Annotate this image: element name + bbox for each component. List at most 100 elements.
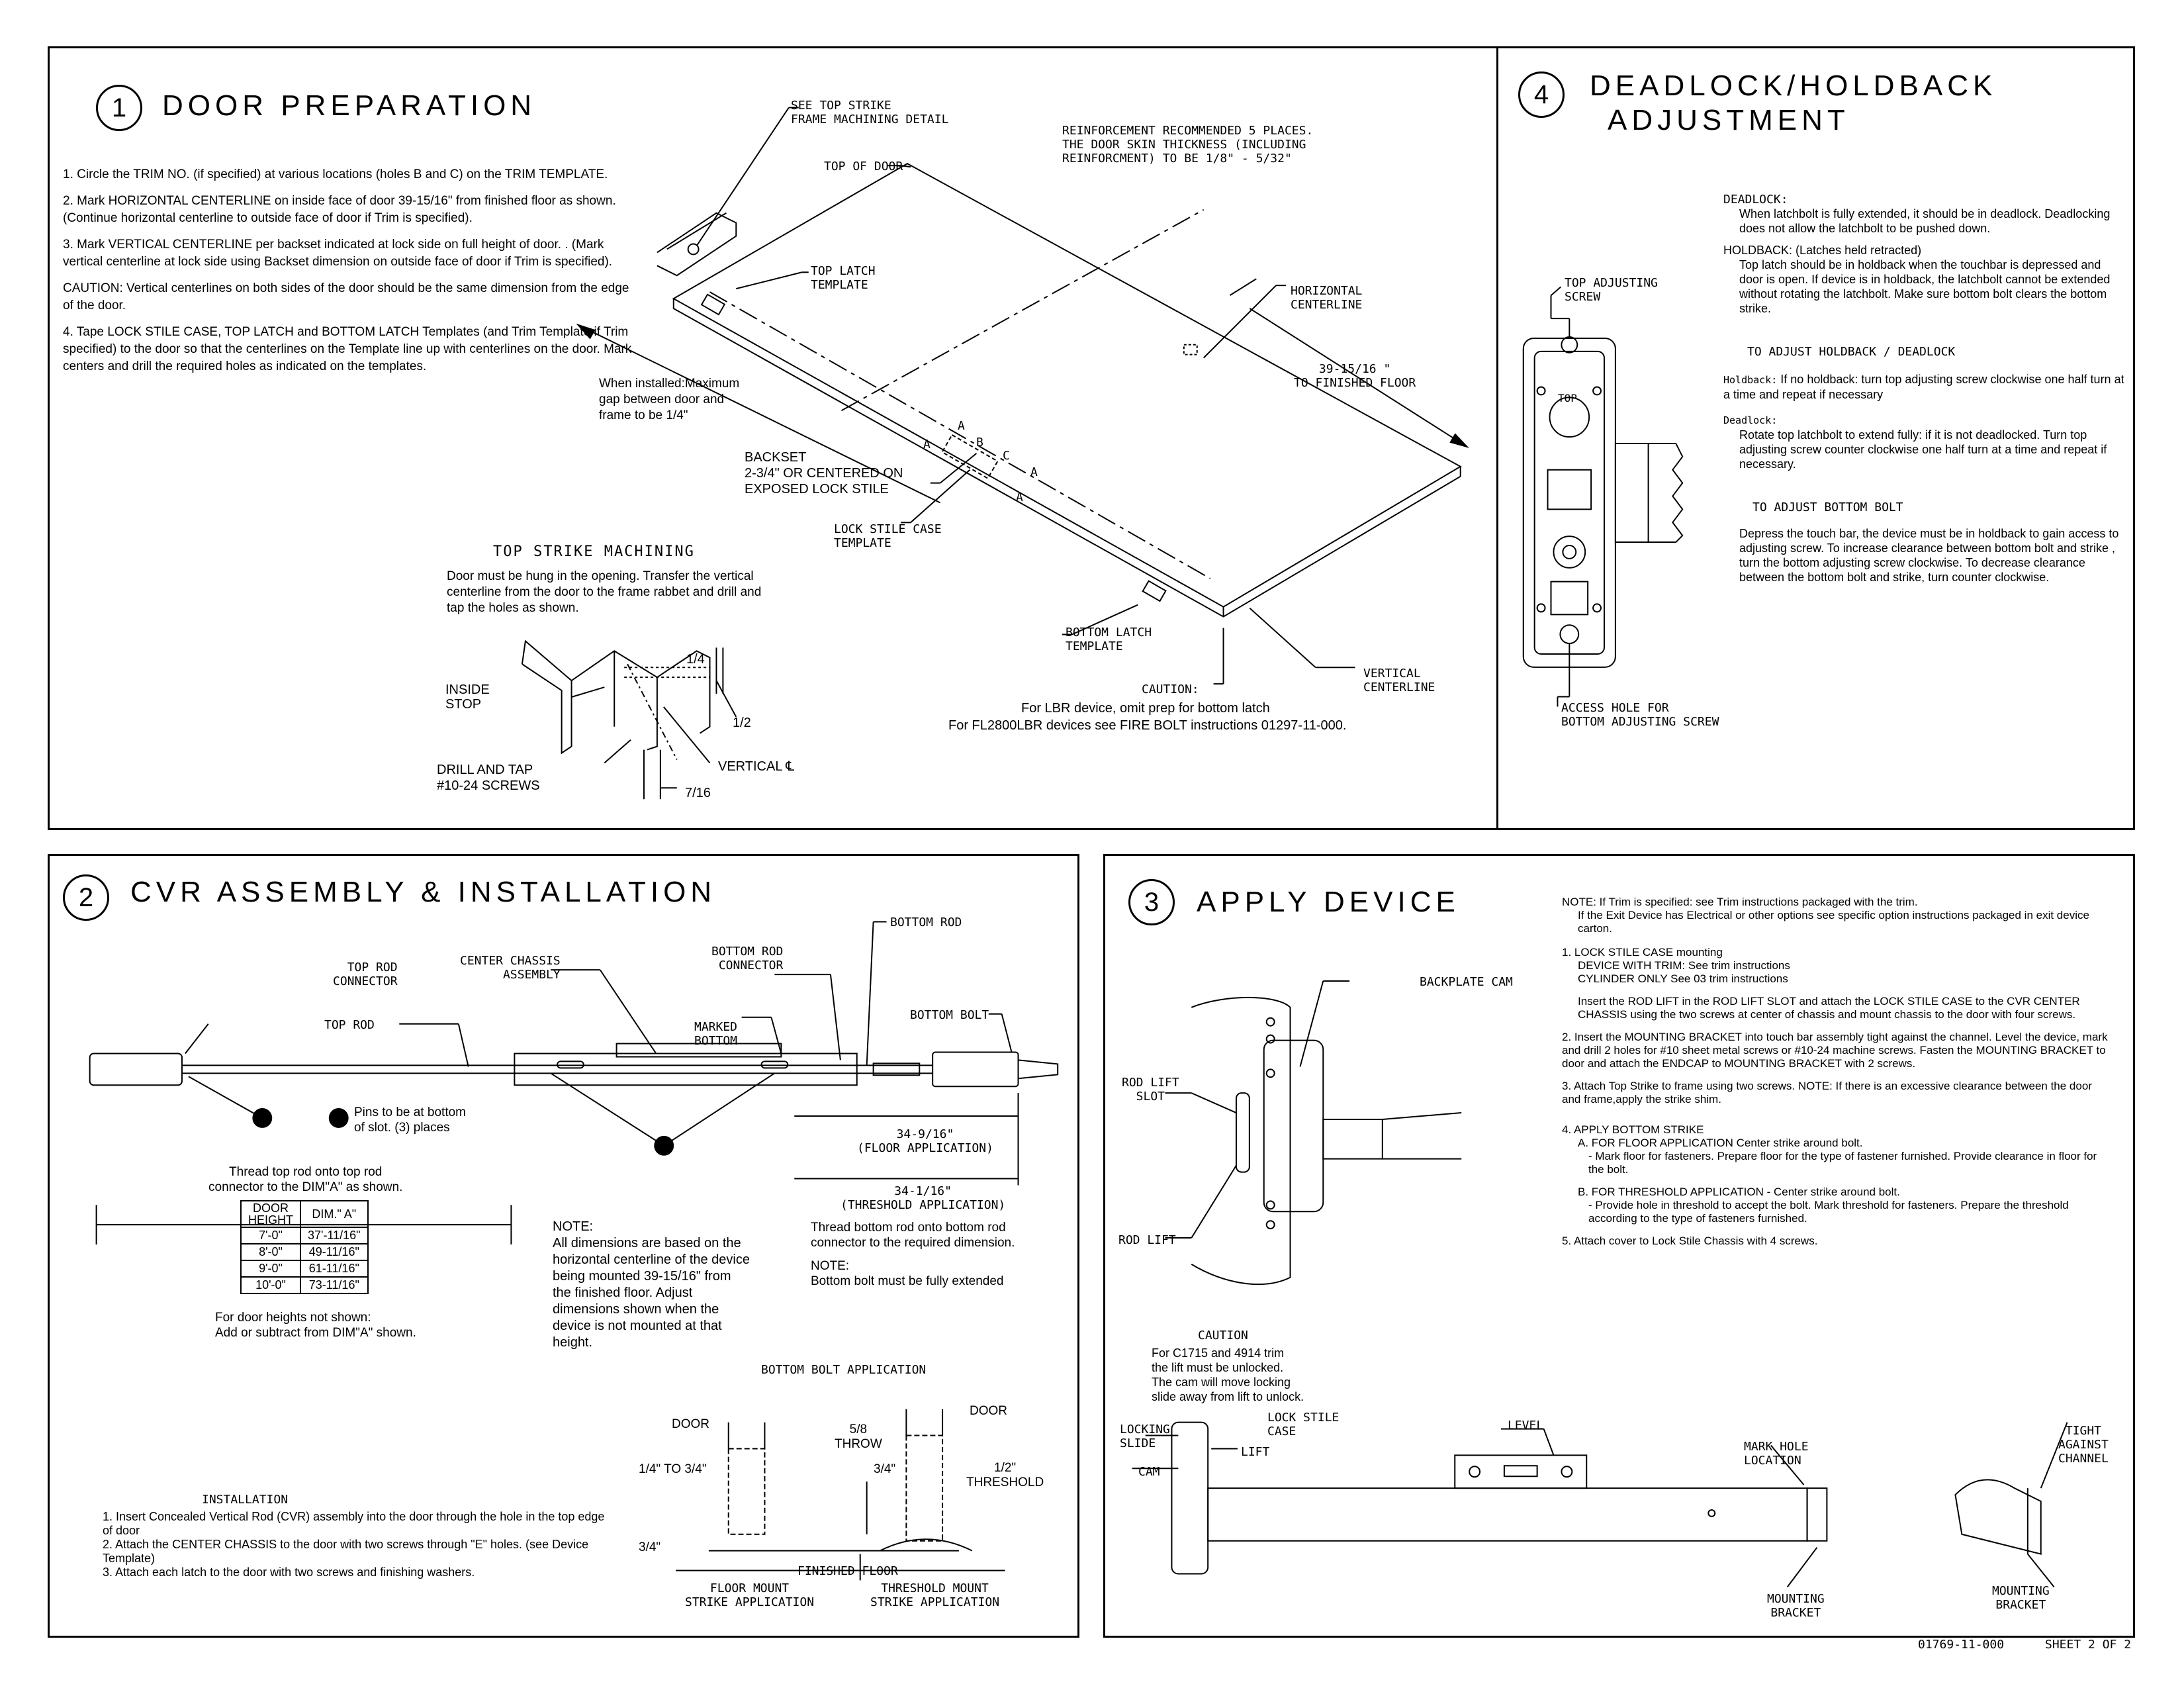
cvr-assembly-drawing bbox=[50, 856, 1077, 1636]
bottom-rod-note: Thread bottom rod onto bottom rod connec… bbox=[811, 1220, 1049, 1289]
locking-slide-label: LOCKING SLIDE bbox=[1120, 1423, 1170, 1450]
sheet-number: SHEET 2 OF 2 bbox=[2045, 1638, 2132, 1652]
mounting-bracket-label-2: MOUNTING BRACKET bbox=[1992, 1584, 2050, 1612]
strike-vertical-label: VERTICAL ℄ bbox=[718, 759, 795, 774]
deadlock-holdback-panel: 4 DEADLOCK/HOLDBACK ADJUSTMENT TOP ADJUS… bbox=[1496, 46, 2135, 830]
cvr-assembly-title: CVR ASSEMBLY & INSTALLATION bbox=[130, 876, 717, 908]
table-row: 8'-0"49-11/16" bbox=[240, 1243, 369, 1261]
table-cell: 8'-0" bbox=[240, 1243, 302, 1261]
tight-against-channel-label: TIGHT AGAINST CHANNEL bbox=[2058, 1424, 2109, 1466]
horizontal-centerline-label: HORIZONTAL CENTERLINE bbox=[1291, 284, 1363, 312]
adjust-bottom-text: Depress the touch bar, the device must b… bbox=[1739, 527, 2119, 584]
hole-b: B bbox=[976, 436, 983, 449]
door-height-head: DOOR HEIGHT bbox=[240, 1200, 302, 1228]
hole-a-4: A bbox=[1016, 491, 1023, 504]
table-row: 10'-0"73-11/16" bbox=[240, 1276, 369, 1294]
trim-note: NOTE: If Trim is specified: see Trim ins… bbox=[1562, 896, 1918, 908]
step-1-cylinder: CYLINDER ONLY See 03 trim instructions bbox=[1578, 972, 1788, 985]
installation-head: INSTALLATION bbox=[202, 1493, 289, 1507]
table-cell: 49-11/16" bbox=[300, 1243, 369, 1261]
adjust-holdback-head: TO ADJUST HOLDBACK / DEADLOCK bbox=[1747, 345, 1956, 359]
top-strike-machining-text: Door must be hung in the opening. Transf… bbox=[447, 569, 762, 615]
cvr-assembly-panel: 2 CVR ASSEMBLY & INSTALLATION TOP ROD CO… bbox=[48, 854, 1079, 1638]
bottom-bolt-note-head: NOTE: bbox=[811, 1259, 850, 1273]
cam-label: CAM bbox=[1138, 1465, 1160, 1479]
hole-a-1: A bbox=[923, 438, 931, 451]
drill-tap-label: DRILL AND TAP #10-24 SCREWS bbox=[437, 763, 540, 793]
holdback-adjust-head: Holdback: bbox=[1723, 374, 1778, 386]
bottom-latch-template-label: BOTTOM LATCH TEMPLATE bbox=[1066, 626, 1152, 653]
bottom-rod-label: BOTTOM ROD bbox=[890, 915, 962, 929]
installation-step-2: 2. Attach the CENTER CHASSIS to the door… bbox=[103, 1538, 589, 1565]
step-4-floor: A. FOR FLOOR APPLICATION Center strike a… bbox=[1578, 1137, 1863, 1149]
table-cell: 9'-0" bbox=[240, 1260, 302, 1278]
bottom-bolt-application-title: BOTTOM BOLT APPLICATION bbox=[761, 1363, 927, 1377]
apply-device-panel: 3 APPLY DEVICE BACKPLATE CAM ROD LIFT SL… bbox=[1103, 854, 2135, 1638]
door-prep-step-2: 2. Mark HORIZONTAL CENTERLINE on inside … bbox=[63, 194, 616, 225]
bottom-rod-connector-label: BOTTOM ROD CONNECTOR bbox=[711, 945, 784, 972]
door-preparation-panel: 1 DOOR PREPARATION 1. Circle the TRIM NO… bbox=[48, 46, 1498, 830]
top-rod-label: TOP ROD bbox=[324, 1018, 375, 1032]
lift-label: LIFT bbox=[1241, 1445, 1270, 1459]
thread-bottom-note: Thread bottom rod onto bottom rod connec… bbox=[811, 1221, 1015, 1250]
hole-c: C bbox=[1003, 449, 1010, 463]
bolt-door-label-1: DOOR bbox=[672, 1417, 709, 1431]
door-prep-instructions: 1. Circle the TRIM NO. (if specified) at… bbox=[63, 166, 632, 385]
installation-step-1: 1. Insert Concealed Vertical Rod (CVR) a… bbox=[103, 1510, 605, 1537]
bolt-3-4-label-b: 3/4" bbox=[639, 1540, 661, 1554]
apply-device-instructions: NOTE: If Trim is specified: see Trim ins… bbox=[1562, 896, 2111, 1248]
center-chassis-label: CENTER CHASSIS ASSEMBLY bbox=[460, 954, 561, 982]
strike-dim-1-4: 1/4 bbox=[686, 652, 705, 667]
deadlock-text-block: DEADLOCK: When latchbolt is fully extend… bbox=[1723, 193, 2127, 585]
step-1-trim: DEVICE WITH TRIM: See trim instructions bbox=[1578, 959, 1790, 972]
step-3-text: 3. Attach Top Strike to frame using two … bbox=[1562, 1080, 2092, 1105]
door-height-table-head: DOOR HEIGHT DIM." A" bbox=[240, 1200, 369, 1228]
dimension-note: NOTE: All dimensions are based on the ho… bbox=[553, 1219, 751, 1351]
table-cell: 7'-0" bbox=[240, 1227, 302, 1244]
level-label: LEVEL bbox=[1508, 1419, 1544, 1432]
step-4-floor-detail: - Mark floor for fasteners. Prepare floo… bbox=[1588, 1150, 2097, 1176]
floor-mount-label: FLOOR MOUNT STRIKE APPLICATION bbox=[685, 1581, 815, 1609]
backset-label: BACKSET 2-3/4" OR CENTERED ON EXPOSED LO… bbox=[745, 450, 903, 496]
table-cell: 61-11/16" bbox=[300, 1260, 369, 1278]
lock-stile-template-label: LOCK STILE CASE TEMPLATE bbox=[834, 522, 942, 550]
table-cell: 73-11/16" bbox=[300, 1276, 369, 1294]
section-number-4: 4 bbox=[1518, 71, 1565, 118]
table-cell: 10'-0" bbox=[240, 1276, 302, 1294]
table-row: 7'-0"37'-11/16" bbox=[240, 1227, 369, 1244]
strike-dim-7-16: 7/16 bbox=[685, 786, 711, 800]
finished-floor-label: FINISHED FLOOR bbox=[797, 1564, 898, 1578]
top-latch-template-label: TOP LATCH TEMPLATE bbox=[811, 264, 876, 292]
adjustment-title: ADJUSTMENT bbox=[1608, 104, 1850, 136]
bolt-door-label-2: DOOR bbox=[970, 1404, 1007, 1418]
mark-hole-label: MARK HOLE LOCATION bbox=[1744, 1440, 1809, 1468]
step-4-threshold-detail: - Provide hole in threshold to accept th… bbox=[1588, 1199, 2069, 1225]
deadlock-head: DEADLOCK: bbox=[1723, 193, 1788, 207]
hole-a-2: A bbox=[958, 419, 965, 433]
rod-lift-label: ROD LIFT bbox=[1118, 1233, 1176, 1247]
step-4-head: 4. APPLY BOTTOM STRIKE bbox=[1562, 1123, 1704, 1136]
door-prep-step-1: 1. Circle the TRIM NO. (if specified) at… bbox=[63, 167, 608, 181]
installation-steps: 1. Insert Concealed Vertical Rod (CVR) a… bbox=[103, 1510, 606, 1579]
marked-bottom-label: MARKED BOTTOM bbox=[694, 1020, 738, 1048]
door-preparation-title: DOOR PREPARATION bbox=[162, 89, 537, 122]
floor-dimension-label: 39-15/16 " TO FINISHED FLOOR bbox=[1294, 362, 1416, 390]
dimension-note-head: NOTE: bbox=[553, 1219, 594, 1234]
door-prep-step-3: 3. Mark VERTICAL CENTERLINE per backset … bbox=[63, 238, 613, 269]
apply-device-title: APPLY DEVICE bbox=[1197, 886, 1460, 918]
table-cell: 37'-11/16" bbox=[300, 1227, 369, 1244]
holdback-head: HOLDBACK: (Latches held retracted) bbox=[1723, 244, 1922, 257]
door-height-note: For door heights not shown: Add or subtr… bbox=[215, 1311, 416, 1340]
installation-step-3: 3. Attach each latch to the door with tw… bbox=[103, 1566, 475, 1579]
deadlock-adjust-text: Rotate top latchbolt to extend fully: if… bbox=[1739, 428, 2107, 471]
max-gap-note: When installed:Maximum gap between door … bbox=[599, 377, 740, 422]
dimension-note-text: All dimensions are based on the horizont… bbox=[553, 1236, 750, 1350]
bottom-bolt-label: BOTTOM BOLT bbox=[910, 1008, 989, 1022]
holdback-text: Top latch should be in holdback when the… bbox=[1739, 258, 2111, 315]
bottom-bolt-note-text: Bottom bolt must be fully extended bbox=[811, 1274, 1004, 1288]
mounting-bracket-label-1: MOUNTING BRACKET bbox=[1767, 1592, 1825, 1620]
door-preparation-drawing bbox=[50, 48, 1496, 828]
top-tag: TOP bbox=[1558, 392, 1577, 404]
step-2-text: 2. Insert the MOUNTING BRACKET into touc… bbox=[1562, 1031, 2108, 1070]
vertical-centerline-label: VERTICAL CENTERLINE bbox=[1363, 667, 1435, 694]
